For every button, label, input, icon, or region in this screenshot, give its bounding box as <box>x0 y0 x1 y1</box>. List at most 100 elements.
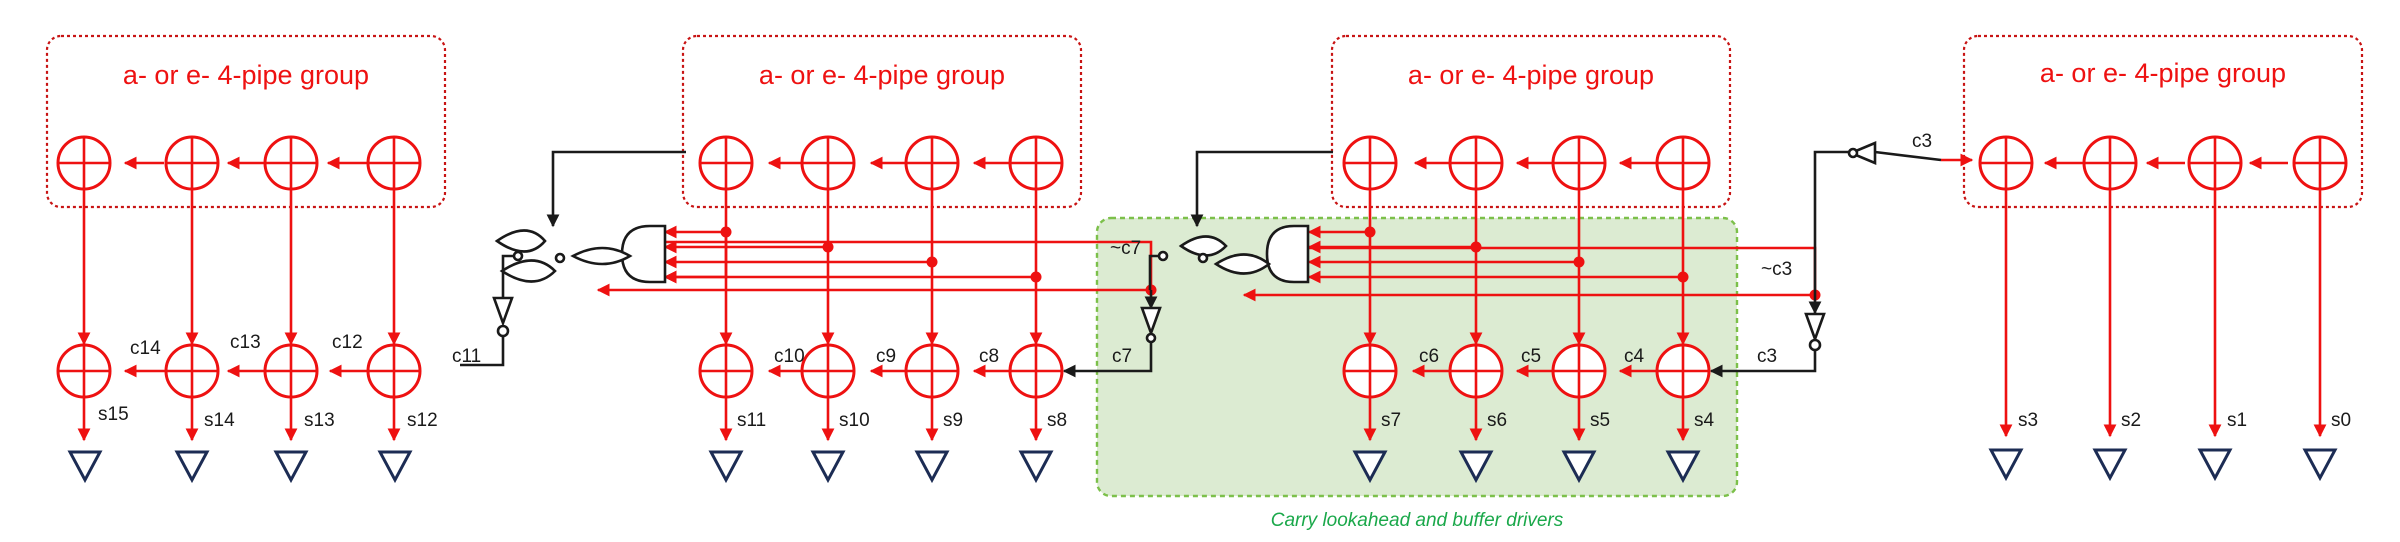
buffer-driver <box>1804 312 1826 343</box>
pipe-group-box <box>1330 34 1732 209</box>
sum-cell <box>366 343 422 399</box>
sum-cell <box>800 343 856 399</box>
inversion-bubble <box>496 324 510 338</box>
carry-label: c14 <box>130 338 161 359</box>
sum-label: s0 <box>2331 410 2351 431</box>
sum-label: s6 <box>1487 410 1507 431</box>
lookahead-gates-left <box>492 224 667 338</box>
sum-label: s4 <box>1694 410 1715 431</box>
carry-label: c13 <box>230 332 261 353</box>
carry-label: c9 <box>876 346 896 367</box>
output-drivers <box>67 448 2338 484</box>
xor-cell <box>164 135 220 191</box>
output-driver <box>174 450 210 484</box>
carry-label: c3 <box>1912 131 1932 152</box>
sum-label: s7 <box>1381 410 1401 431</box>
inversion-bubble <box>1197 252 1209 264</box>
sum-cell <box>56 343 112 399</box>
output-driver <box>2092 448 2128 482</box>
xor-cell <box>366 135 422 191</box>
sum-label: s14 <box>204 410 235 431</box>
junction-dots <box>720 226 1821 301</box>
pipe-group-title: a- or e- 4-pipe group <box>1408 60 1654 90</box>
output-driver <box>377 450 413 484</box>
xor-cell <box>1342 135 1398 191</box>
nor-gate <box>499 259 557 283</box>
sum-cell <box>1342 343 1398 399</box>
pipe-group-box <box>1962 34 2364 209</box>
sum-label: s1 <box>2227 410 2247 431</box>
pipe-group-2: a- or e- 4-pipe group <box>681 34 1083 209</box>
output-driver <box>1352 450 1388 484</box>
inversion-bubble <box>512 250 524 262</box>
pipe-group-0: a- or e- 4-pipe group <box>1962 34 2364 209</box>
carry-label: c6 <box>1419 346 1439 367</box>
xor-cell <box>56 135 112 191</box>
adder-cells <box>56 135 2348 399</box>
sum-cell <box>1448 343 1504 399</box>
xor-cell <box>263 135 319 191</box>
output-driver <box>67 450 103 484</box>
control-wires <box>460 150 1850 378</box>
pipe-group-box <box>45 34 447 209</box>
sum-cell <box>1008 343 1064 399</box>
inversion-bubble <box>1145 332 1157 344</box>
nor-gate <box>1213 253 1272 275</box>
output-driver <box>273 450 309 484</box>
xor-cell <box>1008 135 1064 191</box>
sum-label: s12 <box>407 410 438 431</box>
nand-gate <box>1265 224 1310 284</box>
inversion-bubble <box>1808 338 1822 352</box>
sum-label: s10 <box>839 410 870 431</box>
sum-cell <box>698 343 754 399</box>
sum-cell <box>263 343 319 399</box>
xor-cell <box>800 135 856 191</box>
carry-label: ~c7 <box>1110 238 1141 259</box>
xor-cell <box>2082 135 2138 191</box>
sum-cell <box>904 343 960 399</box>
buffer-driver <box>1140 306 1162 337</box>
inversion-bubble <box>554 252 566 264</box>
inversion-bubble <box>1847 147 1859 159</box>
carry-label: c8 <box>979 346 999 367</box>
nor-gate <box>494 229 547 253</box>
carry-label: c12 <box>332 332 363 353</box>
pipe-group-box <box>681 34 1083 209</box>
sum-label: s5 <box>1590 410 1610 431</box>
sum-label: s2 <box>2121 410 2141 431</box>
output-driver <box>1458 450 1494 484</box>
xor-cell <box>2292 135 2348 191</box>
output-driver <box>2197 448 2233 482</box>
output-driver <box>1665 450 1701 484</box>
xor-cell <box>1978 135 2034 191</box>
pipe-group-title: a- or e- 4-pipe group <box>123 60 369 90</box>
carry-label: c7 <box>1112 346 1132 367</box>
output-driver <box>1561 450 1597 484</box>
xor-cell <box>2187 135 2243 191</box>
sum-cell <box>164 343 220 399</box>
sum-cell <box>1551 343 1607 399</box>
carry-label: c11 <box>452 346 481 367</box>
sum-label: s11 <box>737 410 766 431</box>
pipe-group-1: a- or e- 4-pipe group <box>1330 34 1732 209</box>
carry-label: c4 <box>1624 346 1645 367</box>
sum-label: s8 <box>1047 410 1067 431</box>
sum-label: s13 <box>304 410 335 431</box>
pipe-group-title: a- or e- 4-pipe group <box>759 60 1005 90</box>
output-driver <box>708 450 744 484</box>
sum-label: s3 <box>2018 410 2038 431</box>
xor-cell <box>1551 135 1607 191</box>
carry-labels: c3 c4 c5 c6 c7 c8 c9 c10 c11 c12 c13 c14… <box>130 131 1932 367</box>
carry-label: ~c3 <box>1761 259 1792 280</box>
output-driver <box>810 450 846 484</box>
sum-label: s15 <box>98 404 129 425</box>
pipe-wires <box>77 153 2327 442</box>
pipe-group-title: a- or e- 4-pipe group <box>2040 58 2286 88</box>
pipe-group-3: a- or e- 4-pipe group <box>45 34 447 209</box>
lookahead-gates-right <box>1140 141 1942 352</box>
xor-cell <box>698 135 754 191</box>
output-driver <box>914 450 950 484</box>
xor-cell <box>1448 135 1504 191</box>
sum-labels: s0 s1 s2 s3 s4 s5 s6 s7 s8 s9 s10 s11 s1… <box>98 404 2351 431</box>
